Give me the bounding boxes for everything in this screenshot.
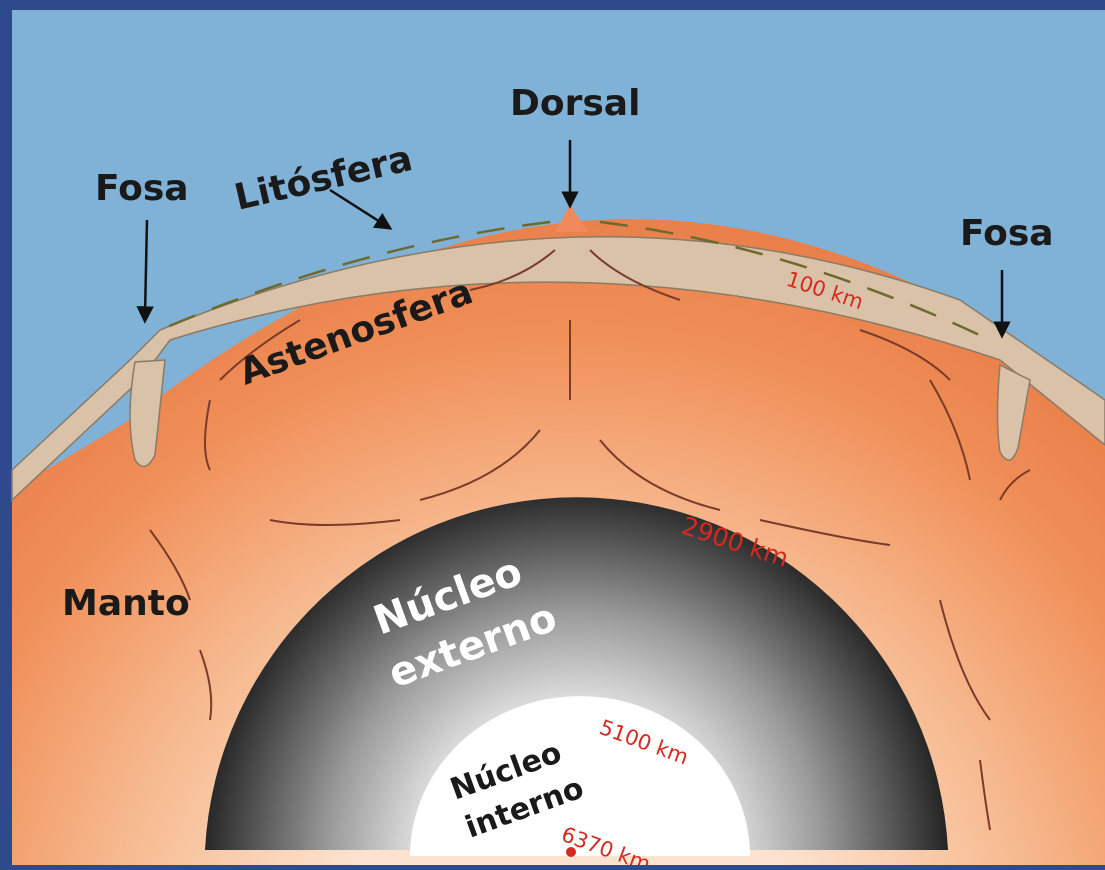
label-dorsal: Dorsal: [510, 83, 640, 124]
label-fosa-right: Fosa: [960, 213, 1054, 254]
label-manto: Manto: [62, 583, 190, 624]
label-fosa-left: Fosa: [95, 168, 189, 209]
